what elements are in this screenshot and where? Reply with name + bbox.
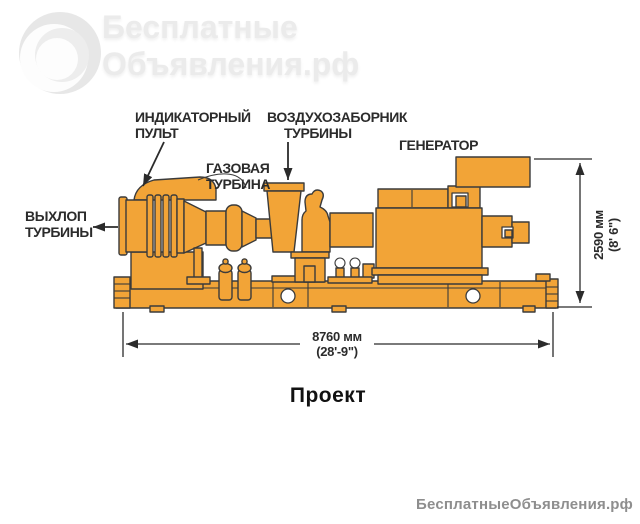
watermark-logo-text: Бесплатные Объявления.рф xyxy=(102,9,359,83)
watermark-swirl-icon xyxy=(10,4,106,105)
turbine-scroll-casing xyxy=(290,189,374,283)
site-watermark-footer: БесплатныеОбъявления.рф xyxy=(416,496,633,513)
width-dimension-text: 8760 мм (28'-9") xyxy=(312,329,362,359)
label-gas-turbine: ГАЗОВАЯ ТУРБИНА xyxy=(206,160,271,192)
indicator-arrow xyxy=(142,141,165,187)
height-dimension-lines xyxy=(534,158,592,308)
watermark-line1: Бесплатные xyxy=(102,9,298,45)
exhaust-bellows xyxy=(146,194,178,258)
height-dimension-text: 2590 мм (8' 6") xyxy=(591,210,621,260)
gas-turbine-section xyxy=(183,200,273,285)
leader-arrows xyxy=(93,141,293,232)
width-dimension-lines xyxy=(122,312,554,357)
diagram-caption: Проект xyxy=(289,384,367,407)
air-intake-funnel xyxy=(263,182,305,253)
label-air-intake: ВОЗДУХОЗАБОРНИК ТУРБИНЫ xyxy=(267,109,408,141)
label-indicator-panel: ИНДИКАТОРНЫЙ ПУЛЬТ xyxy=(135,109,251,141)
exciter-end xyxy=(481,215,530,248)
exhaust-assembly xyxy=(118,173,247,290)
label-generator: ГЕНЕРАТОР xyxy=(399,137,479,153)
watermark-line2: Объявления.рф xyxy=(102,46,360,82)
generator-body xyxy=(371,156,531,285)
filter-cylinders xyxy=(218,258,252,301)
base-fittings xyxy=(327,257,375,284)
indicator-panel-hood xyxy=(133,176,217,201)
label-exhaust: ВЫХЛОП ТУРБИНЫ xyxy=(25,208,93,240)
generator-top-box xyxy=(455,156,531,188)
